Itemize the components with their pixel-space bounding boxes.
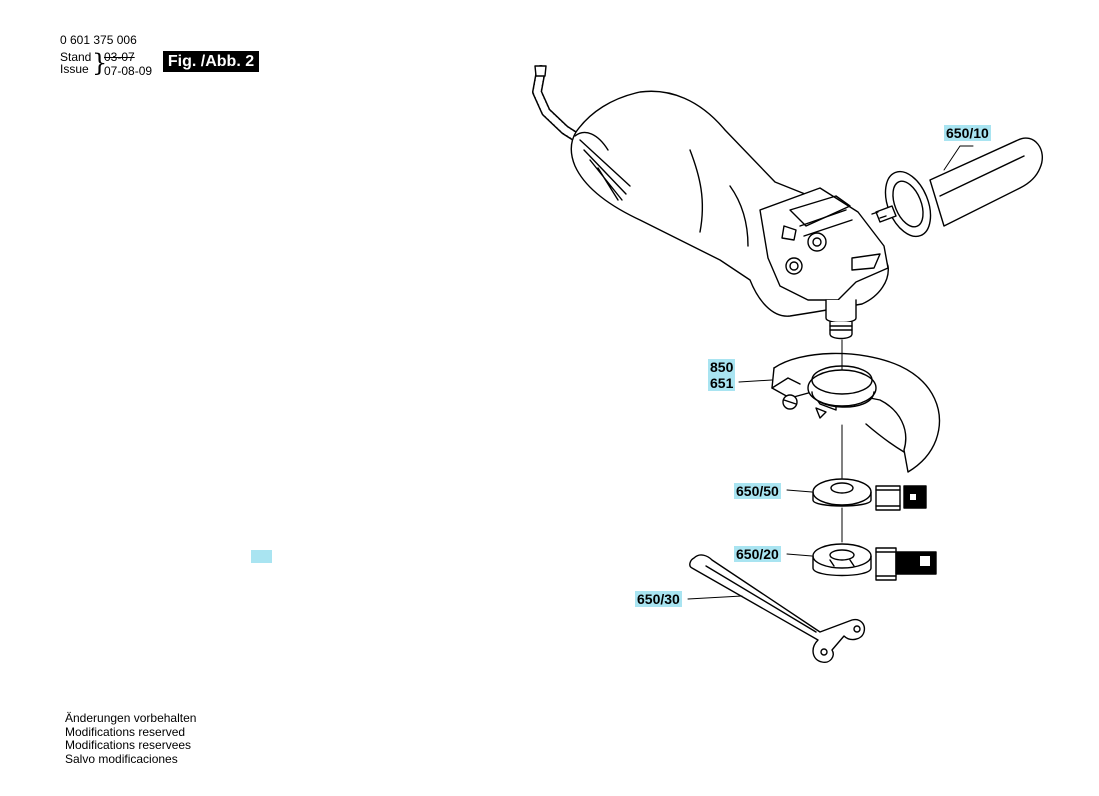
flange-detail-icon xyxy=(875,547,937,581)
spanner-wrench xyxy=(689,554,866,664)
clamping-nut xyxy=(812,478,872,507)
wheel-guard xyxy=(771,352,941,473)
figure-label: Fig. /Abb. 2 xyxy=(163,51,259,72)
issue-label: Issue xyxy=(60,62,89,76)
stand-label: Stand xyxy=(60,50,92,64)
date-old: 03-07 xyxy=(104,50,135,64)
power-cord xyxy=(532,65,589,147)
note-fr: Modifications reservees xyxy=(65,738,192,752)
note-en: Modifications reserved xyxy=(65,724,186,739)
note-de: Änderungen vorbehalten xyxy=(65,711,197,725)
modification-notes: Änderungen vorbehalten Modifications res… xyxy=(65,711,197,766)
note-es: Salvo modificaciones xyxy=(65,751,178,766)
callout-spanner: 650/30 xyxy=(635,591,682,607)
callout-guard-850: 850 xyxy=(708,359,736,375)
part-number: 0 601 375 006 xyxy=(60,33,137,47)
color-swatch xyxy=(251,550,272,563)
callout-handle: 650/10 xyxy=(944,125,991,141)
nut-detail-icon xyxy=(875,485,927,511)
date-new: 07-08-09 xyxy=(104,64,153,78)
callout-flange: 650/20 xyxy=(734,546,781,562)
callout-guard-651: 651 xyxy=(708,375,736,391)
side-handle xyxy=(871,137,1043,238)
grinder-body xyxy=(570,90,889,340)
stand-issue-labels: Stand Issue xyxy=(60,51,91,75)
callout-nut: 650/50 xyxy=(734,483,781,499)
brace-glyph: } xyxy=(92,49,108,77)
mounting-flange xyxy=(812,543,872,577)
